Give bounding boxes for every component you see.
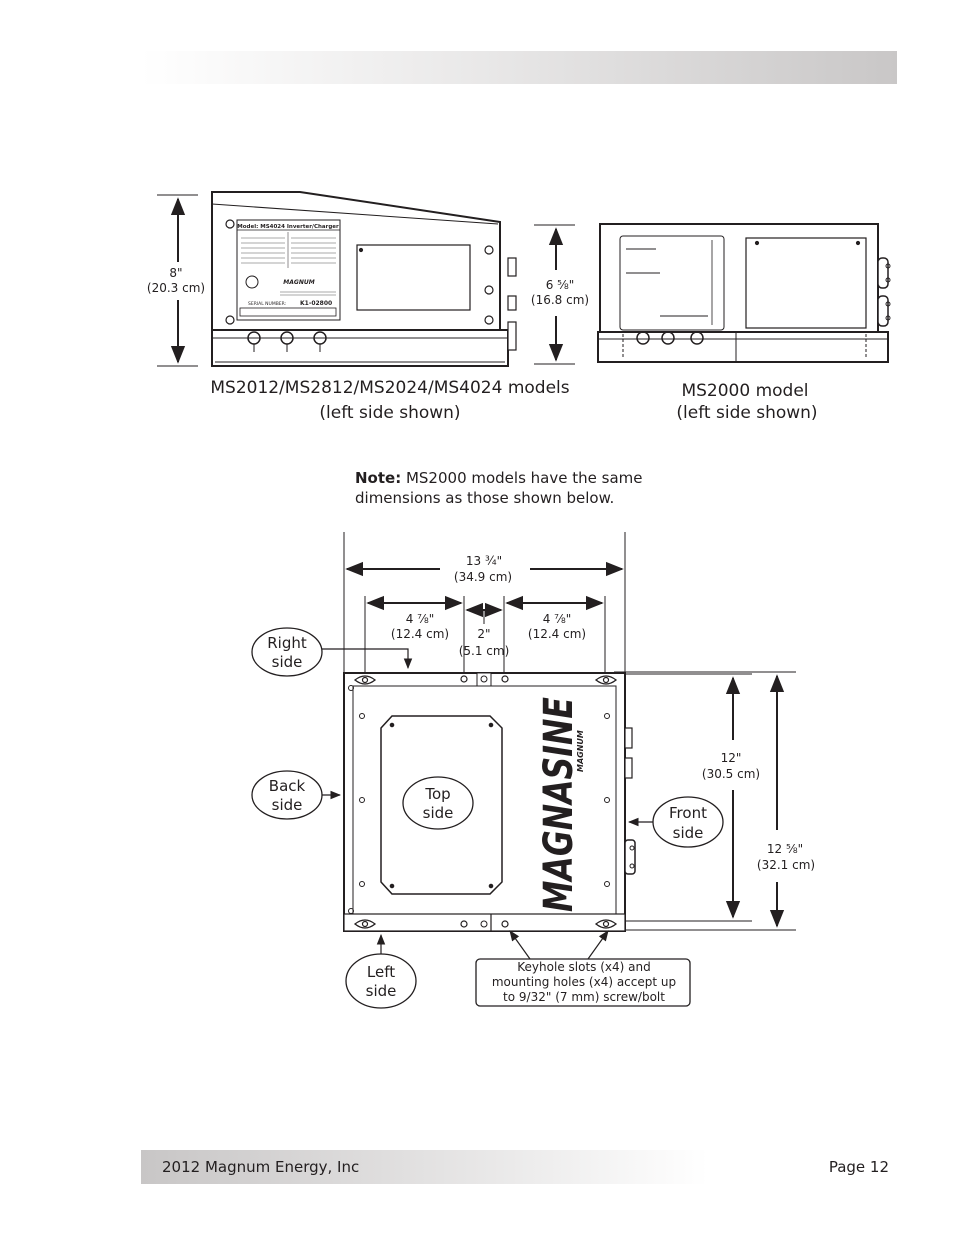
- bubble-right-2: side: [272, 653, 303, 671]
- logo-text: MAGNASINE: [536, 697, 582, 912]
- ms2012-caption-line2: (left side shown): [319, 403, 460, 423]
- label-model: Model: MS4024 Inverter/Charger: [237, 224, 339, 230]
- ms2000-side-view: [597, 223, 891, 363]
- outer-height-cm: (32.1 cm): [757, 858, 815, 872]
- keyhole-note-box: [475, 958, 691, 1007]
- ms2012-side-view: [157, 191, 575, 367]
- inner-height-in: 12": [721, 751, 742, 765]
- keyhole-line2: mounting holes (x4) accept up: [492, 975, 676, 989]
- note-text: MS2000 models have the same dimensions a…: [355, 469, 643, 507]
- center-span-in: 2": [477, 627, 490, 641]
- bubble-back-1: Back: [269, 777, 306, 795]
- magnasine-logo: MAGNASINE MAGNUM: [536, 697, 585, 912]
- keyhole-line3: to 9/32" (7 mm) screw/bolt: [503, 990, 665, 1004]
- footer-bar: 2012 Magnum Energy, Inc Page 12: [141, 1150, 897, 1184]
- page-number: Page 12: [828, 1158, 889, 1176]
- bubble-top-1: Top: [424, 785, 450, 803]
- bubble-back-2: side: [272, 796, 303, 814]
- top-view: [343, 532, 796, 932]
- bubble-front-1: Front: [669, 804, 707, 822]
- bubble-top-2: side: [423, 804, 454, 822]
- right-span-cm: (12.4 cm): [528, 627, 586, 641]
- left-span-in: 4 ⅞": [406, 612, 435, 626]
- ms2000-caption-line1: MS2000 model: [681, 381, 808, 401]
- ms2012-height-cm: (20.3 cm): [147, 281, 205, 295]
- bubble-front-2: side: [673, 824, 704, 842]
- bubble-top-side: [402, 776, 474, 830]
- ms2000-caption-line2: (left side shown): [676, 403, 817, 423]
- keyhole-line1: Keyhole slots (x4) and: [517, 960, 650, 974]
- header-bar: [141, 51, 897, 84]
- overall-width-in: 13 ¾": [466, 554, 502, 568]
- label-serial-caption: SERIAL NUMBER:: [248, 301, 286, 307]
- bubble-right-side: [251, 627, 323, 677]
- ms2012-depth-in: 6 ⅝": [546, 278, 575, 292]
- note: Note: MS2000 models have the same dimens…: [355, 468, 685, 508]
- center-span-cm: (5.1 cm): [459, 644, 510, 658]
- logo-sub: MAGNUM: [576, 730, 585, 772]
- bubble-left-2: side: [366, 982, 397, 1000]
- right-span-in: 4 ⅞": [543, 612, 572, 626]
- footer-company: 2012 Magnum Energy, Inc: [162, 1158, 360, 1176]
- left-span-cm: (12.4 cm): [391, 627, 449, 641]
- bubble-right-1: Right: [267, 634, 307, 652]
- bubble-left-1: Left: [367, 963, 395, 981]
- label-brand: MAGNUM: [283, 279, 314, 286]
- overall-width-cm: (34.9 cm): [454, 570, 512, 584]
- ms2012-height-in: 8": [169, 266, 182, 280]
- note-label: Note:: [355, 469, 402, 487]
- outer-height-in: 12 ⅝": [767, 842, 803, 856]
- label-serial: K1-02800: [300, 300, 332, 307]
- ms2012-caption-line1: MS2012/MS2812/MS2024/MS4024 models: [210, 378, 569, 398]
- inner-height-cm: (30.5 cm): [702, 767, 760, 781]
- ms2012-depth-cm: (16.8 cm): [531, 293, 589, 307]
